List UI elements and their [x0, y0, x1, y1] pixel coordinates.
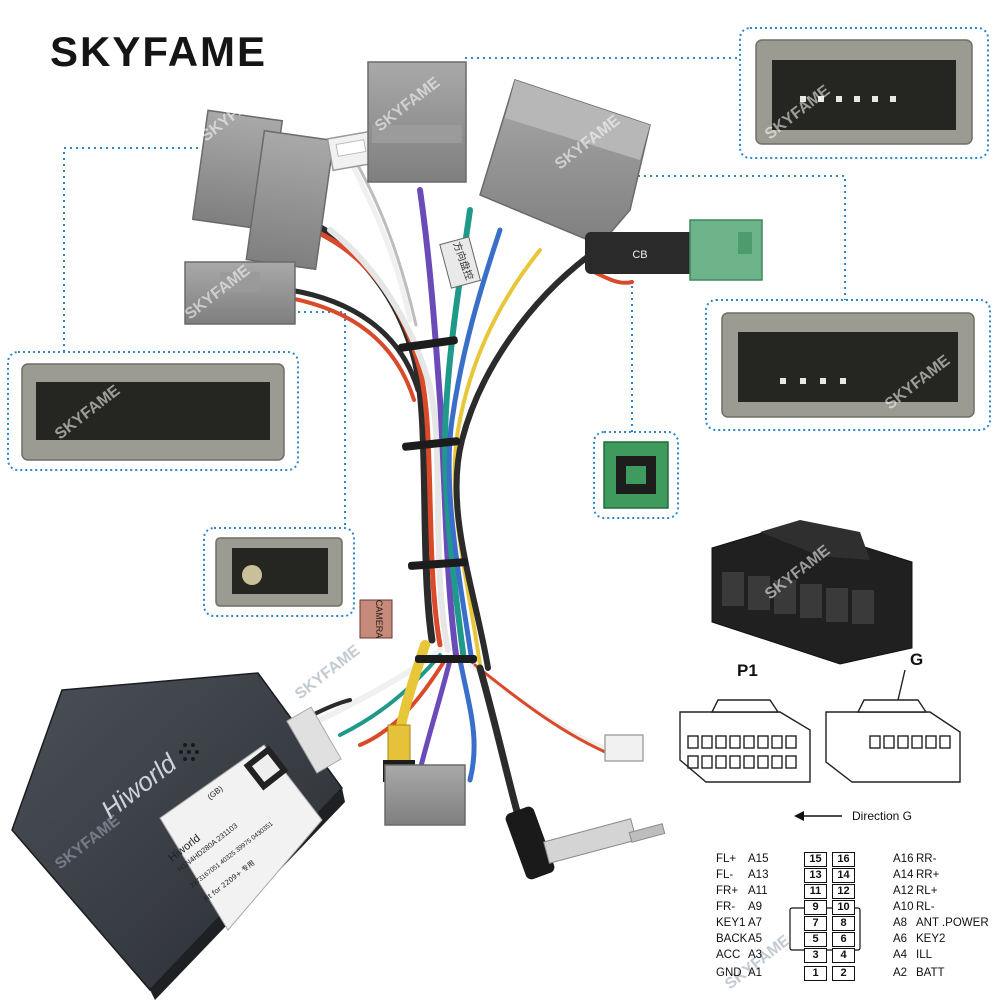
- pin-row: ACC A3 3 4 A4 ILL: [712, 948, 998, 963]
- speaker-holes: [179, 743, 199, 761]
- pin-right-code: A4: [893, 949, 908, 961]
- antenna-plug: [505, 806, 666, 880]
- g-diagram: [825, 669, 961, 783]
- pin-right-number: 4: [832, 948, 855, 963]
- pin-right-number: 2: [832, 966, 855, 981]
- plug-small-white-right: [604, 734, 644, 762]
- pin-left-number: 5: [804, 932, 827, 947]
- pin-left-number: 3: [804, 948, 827, 963]
- pin-right-code: A6: [893, 933, 908, 945]
- pin-right-number: 16: [832, 852, 855, 867]
- svg-text:CAMERA: CAMERA: [374, 600, 384, 639]
- pin-right-code: A12: [893, 885, 914, 897]
- plug-gray-left: [191, 109, 335, 271]
- callout-line-right: [620, 175, 846, 300]
- pin-left-number: 11: [804, 884, 827, 899]
- p1-label: P1: [737, 661, 758, 680]
- direction-label: Direction G: [852, 809, 913, 823]
- pin-left-name: KEY1: [716, 917, 746, 929]
- pin-left-number: 7: [804, 916, 827, 931]
- callout-connector-top-right: [739, 27, 989, 159]
- pin-left-name: FL-: [716, 869, 734, 881]
- iso-connector: [711, 520, 913, 665]
- plug-small-white: [326, 130, 376, 172]
- pin-right-code: A8: [893, 917, 908, 929]
- pin-left-code: A1: [748, 967, 763, 979]
- steering-tag: 方向盘控: [439, 236, 482, 289]
- pin-left-code: A3: [748, 949, 763, 961]
- plug-gray-top: [367, 61, 467, 183]
- pin-right-number: 12: [832, 884, 855, 899]
- pin-row: BACK A5 5 6 A6 KEY2: [712, 932, 998, 947]
- plug-gray-bottom: [384, 764, 466, 826]
- pin-left-code: A7: [748, 917, 763, 929]
- direction-arrow: [794, 811, 842, 821]
- pin-right-name: ILL: [916, 949, 932, 961]
- pin-left-code: A13: [748, 869, 769, 881]
- pin-left-number: 1: [804, 966, 827, 981]
- pin-row: FR+ A11 11 12 A12 RL+: [712, 884, 998, 899]
- callout-connector-left: [7, 351, 299, 471]
- plug-gray-small: [184, 261, 296, 325]
- pin-left-name: FR+: [716, 885, 739, 897]
- pin-right-code: A2: [893, 967, 908, 979]
- pin-left-code: A15: [748, 853, 769, 865]
- svg-text:CB: CB: [632, 249, 647, 261]
- plug-cb-green: CB: [585, 219, 763, 281]
- pin-right-code: A14: [893, 869, 914, 881]
- plug-gray-right: [479, 79, 651, 246]
- pin-left-name: FL+: [716, 853, 737, 865]
- pin-left-name: GND: [716, 967, 742, 979]
- pin-left-name: BACK: [716, 933, 748, 945]
- camera-tag: CAMERA: [359, 599, 393, 639]
- pin-left-number: 15: [804, 852, 827, 867]
- pin-right-number: 8: [832, 916, 855, 931]
- callout-lines: [63, 57, 846, 528]
- canbus-module: Hiworld Hiworld (GB) H1N4HD280A 231103 2…: [11, 672, 345, 1000]
- pin-left-number: 9: [804, 900, 827, 915]
- callout-connector-green: [593, 431, 679, 519]
- pin-right-name: KEY2: [916, 933, 946, 945]
- cable-ties: [398, 336, 477, 663]
- pin-right-number: 10: [832, 900, 855, 915]
- pin-row: KEY1 A7 7 8 A8 ANT .POWER: [712, 916, 998, 931]
- pin-left-code: A5: [748, 933, 763, 945]
- pin-right-name: BATT: [916, 967, 945, 979]
- callout-connector-small: [203, 527, 355, 617]
- pin-left-name: ACC: [716, 949, 741, 961]
- pin-right-number: 14: [832, 868, 855, 883]
- pin-left-number: 13: [804, 868, 827, 883]
- pin-row: FL- A13 13 14 A14 RR+: [712, 868, 998, 883]
- pin-right-name: RR+: [916, 869, 940, 881]
- g-label: G: [910, 650, 924, 669]
- pin-left-code: A9: [748, 901, 763, 913]
- pin-row: FR- A9 9 10 A10 RL-: [712, 900, 998, 915]
- callout-connector-right: [705, 299, 991, 431]
- pin-left-name: FR-: [716, 901, 736, 913]
- pin-row: GND A1 1 2 A2 BATT: [712, 966, 998, 981]
- pin-right-name: ANT .POWER: [916, 917, 989, 929]
- svg-text:SKYFAME: SKYFAME: [292, 642, 364, 703]
- pin-right-code: A10: [893, 901, 914, 913]
- callout-line-left: [63, 147, 258, 352]
- p1-diagram: [679, 699, 811, 783]
- pin-right-name: RL-: [916, 901, 935, 913]
- pin-right-number: 6: [832, 932, 855, 947]
- callout-line-small: [292, 311, 346, 528]
- pin-row: FL+ A15 15 16 A16 RR-: [712, 852, 998, 867]
- pin-right-name: RL+: [916, 885, 938, 897]
- pin-left-code: A11: [748, 885, 768, 897]
- pin-right-code: A16: [893, 853, 914, 865]
- brand-logo: SKYFAME: [50, 28, 268, 75]
- pin-right-name: RR-: [916, 853, 937, 865]
